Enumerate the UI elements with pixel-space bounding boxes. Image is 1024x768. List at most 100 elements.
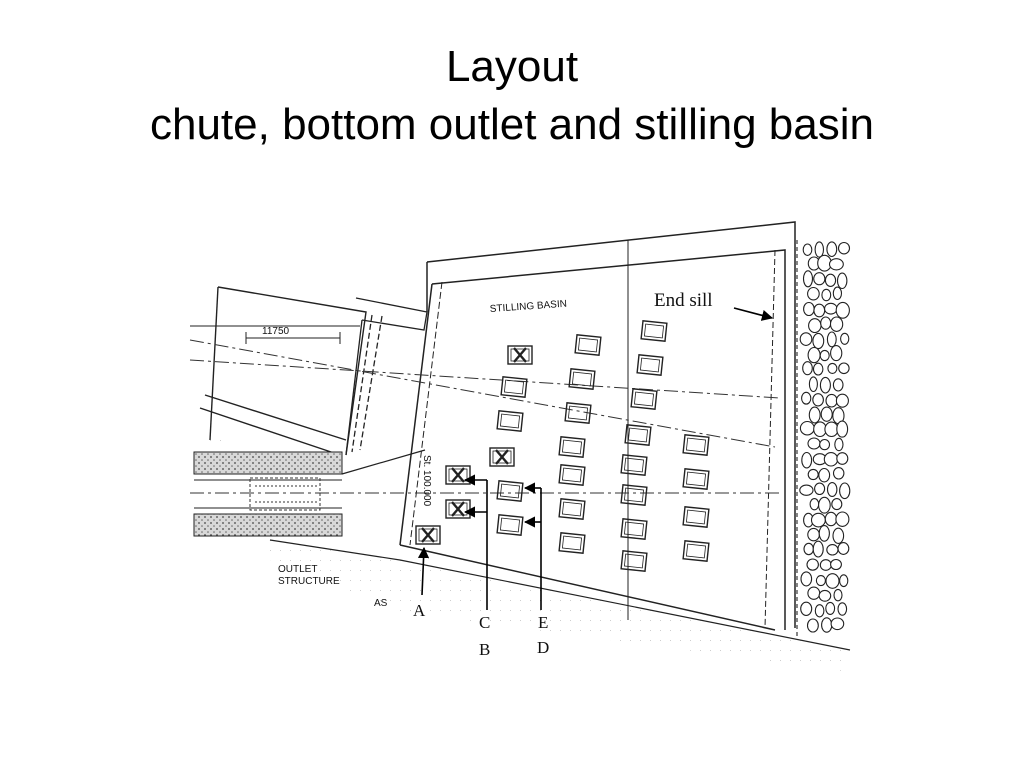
dimension-label: 11750 — [262, 326, 290, 337]
riprap-stone — [820, 406, 833, 422]
riprap-stone — [826, 241, 838, 258]
baffle-blocks — [415, 320, 710, 572]
baffle-block — [574, 334, 602, 356]
riprap-stone — [806, 618, 819, 633]
riprap-stone — [818, 589, 832, 602]
baffle-block — [682, 540, 710, 562]
riprap-stone — [837, 241, 851, 255]
riprap-stone — [807, 437, 821, 450]
riprap-stone — [826, 482, 838, 497]
riprap-stone — [810, 512, 826, 528]
baffle-block — [500, 376, 528, 398]
riprap-stone — [800, 601, 813, 616]
baffle-block — [640, 320, 668, 342]
riprap-stone — [825, 393, 838, 408]
baffle-block — [630, 388, 658, 410]
slide-title: Layout chute, bottom outlet and stilling… — [0, 38, 1024, 154]
riprap-stone — [828, 258, 844, 271]
riprap-stone — [839, 574, 849, 588]
riprap-stone — [802, 361, 813, 376]
riprap-stone — [814, 241, 825, 258]
baffle-block-marked — [489, 447, 515, 467]
riprap-stone — [834, 437, 844, 452]
riprap-stone — [833, 588, 843, 602]
riprap-stone — [808, 406, 821, 424]
riprap-stone — [821, 288, 832, 302]
riprap-stone — [832, 527, 845, 544]
riprap-stone — [825, 601, 836, 615]
riprap-stone — [813, 272, 826, 286]
baffle-block — [496, 480, 524, 502]
riprap-stone — [812, 393, 824, 407]
baffle-block — [620, 518, 648, 540]
riprap-stone — [803, 301, 815, 317]
stilling-basin-outline — [399, 221, 796, 631]
riprap-stone — [837, 602, 848, 616]
baffle-block — [564, 402, 592, 424]
marker-label-c: C — [479, 613, 490, 632]
baffle-block — [496, 514, 524, 536]
riprap-stone — [823, 452, 839, 467]
baffle-block — [682, 434, 710, 456]
baffle-block — [620, 550, 648, 572]
outlet-label-line-2: STRUCTURE — [278, 576, 340, 587]
riprap-stone — [803, 542, 814, 556]
baffle-block — [558, 464, 586, 486]
riprap-stone — [799, 420, 815, 436]
riprap-stone — [807, 286, 820, 301]
riprap-stone — [818, 467, 831, 483]
riprap-stone — [830, 345, 843, 362]
bottom-outlet-conduit — [193, 449, 426, 537]
baffle-block — [624, 424, 652, 446]
riprap-rock-fill — [796, 240, 851, 636]
baffle-block — [682, 506, 710, 528]
baffle-block — [496, 410, 524, 432]
riprap-stone — [831, 498, 843, 511]
riprap-stone — [812, 362, 824, 376]
riprap-stone — [840, 332, 850, 345]
outlet-label-line-1: OUTLET — [278, 564, 317, 575]
riprap-stone — [799, 332, 813, 346]
riprap-stone — [830, 617, 845, 631]
marker-label-a: A — [413, 601, 426, 620]
baffle-block — [568, 368, 596, 390]
riprap-stone — [838, 362, 850, 375]
riprap-stone — [819, 438, 831, 451]
riprap-stone — [809, 498, 820, 511]
riprap-stone — [808, 318, 822, 334]
baffle-block — [558, 498, 586, 520]
riprap-stone — [824, 421, 839, 438]
baffle-block — [620, 454, 648, 476]
transition-structure — [345, 297, 428, 456]
riprap-stone — [819, 559, 832, 571]
baffle-block — [620, 484, 648, 506]
measurement-markers — [417, 307, 774, 610]
riprap-stone — [832, 378, 844, 392]
riprap-stone — [835, 301, 850, 319]
marker-label-d: D — [537, 638, 549, 657]
riprap-stone — [808, 376, 818, 393]
riprap-stone — [832, 467, 845, 480]
riprap-stone — [824, 302, 838, 315]
foundation-hatching — [208, 420, 851, 672]
baffle-block — [636, 354, 664, 376]
riprap-stone — [835, 393, 849, 408]
riprap-stone — [813, 303, 826, 318]
baffle-block — [682, 468, 710, 490]
riprap-stone — [812, 540, 824, 558]
riprap-stone — [819, 349, 830, 362]
riprap-stone — [807, 586, 821, 600]
riprap-stone — [826, 331, 837, 348]
chute — [190, 286, 367, 456]
riprap-stone — [837, 542, 850, 555]
baffle-block — [558, 436, 586, 458]
riprap-stone — [802, 270, 814, 288]
riprap-stone — [807, 346, 821, 364]
end-sill-label: End sill — [654, 290, 713, 311]
riprap-stone — [812, 332, 825, 350]
riprap-stone — [815, 575, 826, 587]
baffle-block — [558, 532, 586, 554]
riprap-stone — [836, 272, 848, 290]
riprap-stone — [818, 525, 830, 542]
